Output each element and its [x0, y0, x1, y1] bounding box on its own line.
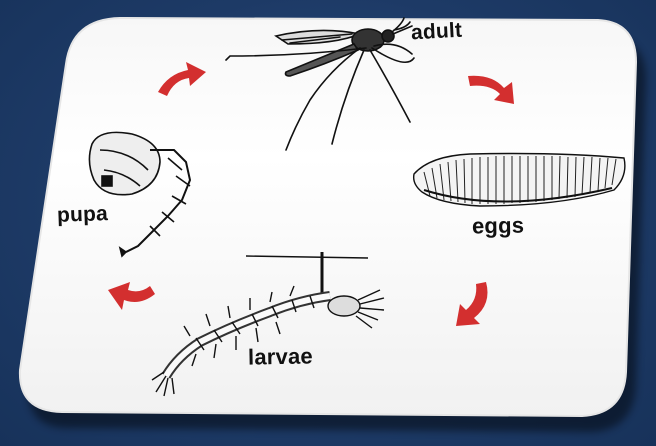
label-eggs: eggs [472, 213, 525, 240]
label-adult: adult [410, 19, 462, 46]
label-larvae: larvae [248, 343, 313, 370]
label-pupa: pupa [57, 202, 109, 228]
